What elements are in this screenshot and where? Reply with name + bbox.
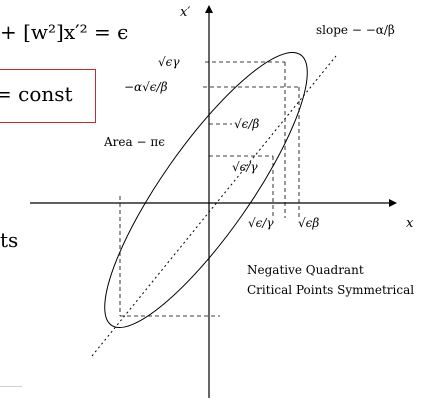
- axis-x-label: x: [406, 216, 414, 231]
- label-sqrt-eps-over-beta: √ϵ/β: [234, 117, 259, 131]
- note-line-2: Critical Points Symmetrical: [247, 283, 414, 297]
- phase-ellipse: [104, 52, 308, 328]
- axis-y-label: x′: [180, 5, 190, 20]
- divider-line: [0, 386, 22, 387]
- boxed-equation-text: = const: [0, 82, 73, 106]
- highlighted-equation-box: = const: [0, 69, 96, 123]
- label-sqrt-eps-beta: √ϵβ: [298, 216, 319, 230]
- label-alpha-term: −α√ϵ/β: [124, 80, 168, 94]
- label-sqrt-eps-over-gamma-inner: √ϵ/γ: [232, 160, 258, 174]
- slope-label: slope − −α/β: [316, 23, 395, 37]
- cropped-side-text: ts: [0, 228, 19, 252]
- note-line-1: Negative Quadrant: [247, 263, 364, 277]
- area-label: Area − πϵ: [103, 135, 165, 149]
- equation-fragment: + [w²]x′² = ϵ: [0, 20, 129, 44]
- label-sqrt-eps-over-gamma-axis: √ϵ/γ: [248, 216, 274, 230]
- label-sqrt-eps-gamma: √ϵγ: [158, 55, 180, 69]
